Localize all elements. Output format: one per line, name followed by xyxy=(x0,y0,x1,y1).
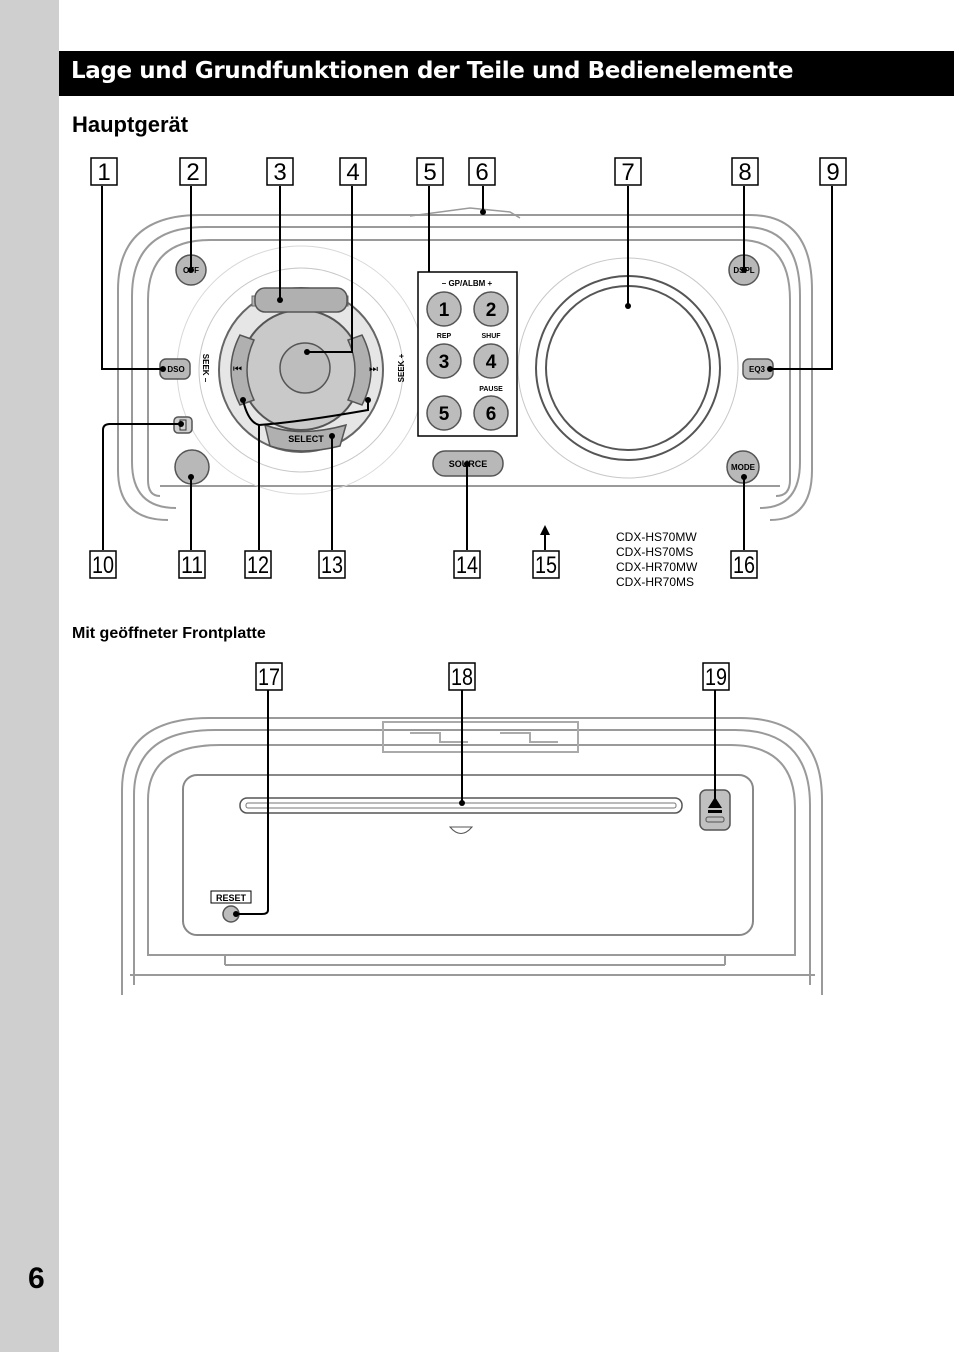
callout-13: 13 xyxy=(318,550,346,579)
rep-label: REP xyxy=(437,333,452,340)
preset-button-4[interactable]: 4 xyxy=(473,343,509,379)
callout-6: 6 xyxy=(468,157,496,186)
leader-lines xyxy=(101,186,833,550)
preset-button-label: 5 xyxy=(439,404,450,425)
preset-button-3[interactable]: 3 xyxy=(426,343,462,379)
eject-button[interactable] xyxy=(699,789,731,831)
callout-number: 4 xyxy=(346,159,359,186)
callout-8: 8 xyxy=(731,157,759,186)
callout-number: 11 xyxy=(181,552,203,579)
callout-number: 7 xyxy=(621,159,634,186)
leader-dots xyxy=(160,209,773,480)
seek-back-icon: ⏮ xyxy=(233,364,242,375)
callout-number: 15 xyxy=(535,552,557,579)
dso-button[interactable]: DSO xyxy=(159,358,191,380)
preset-button-label: 6 xyxy=(486,404,497,425)
seek-forward-icon: ⏭ xyxy=(369,364,378,375)
callout-15: 15 xyxy=(532,550,560,579)
preset-button-1[interactable]: 1 xyxy=(426,291,462,327)
preset-button-6[interactable]: 6 xyxy=(473,395,509,431)
leader-lines-open xyxy=(236,690,716,915)
callout-number: 10 xyxy=(92,552,114,579)
callout-number: 1 xyxy=(97,159,110,186)
callout-10: 10 xyxy=(89,550,117,579)
model-1: CDX-HS70MW xyxy=(616,530,697,544)
section-heading: Hauptgerät xyxy=(72,112,189,137)
page-title: Lage und Grundfunktionen der Teile und B… xyxy=(71,58,794,84)
callout-number: 2 xyxy=(186,159,199,186)
reset-label: RESET xyxy=(216,893,247,903)
callout-9: 9 xyxy=(819,157,847,186)
callout-number: 17 xyxy=(258,664,280,691)
model-3: CDX-HR70MW xyxy=(616,560,698,574)
callout-18: 18 xyxy=(448,662,476,691)
page-number: 6 xyxy=(28,1262,45,1295)
preset-button-label: 2 xyxy=(486,300,497,321)
preset-button-5[interactable]: 5 xyxy=(426,395,462,431)
callout-5: 5 xyxy=(416,157,444,186)
display-window xyxy=(535,275,721,461)
eject-icon xyxy=(708,797,722,808)
shuf-label: SHUF xyxy=(481,333,501,340)
reset-button[interactable]: RESET xyxy=(210,890,252,923)
callout-number: 3 xyxy=(273,159,286,186)
callout-number: 13 xyxy=(321,552,343,579)
side-strip xyxy=(0,0,59,1352)
callout-number: 6 xyxy=(475,159,488,186)
seek-minus-label: SEEK – xyxy=(201,354,210,383)
callout-2: 2 xyxy=(179,157,207,186)
dso-label: DSO xyxy=(167,365,184,374)
callout-7: 7 xyxy=(614,157,642,186)
preset-button-label: 1 xyxy=(439,300,450,321)
seek-plus-button[interactable]: ⏭ xyxy=(346,334,378,406)
callout-16: 16 xyxy=(730,550,758,579)
gp-albm-label: – GP/ALBM + xyxy=(442,279,493,288)
volume-up-button[interactable] xyxy=(254,287,348,313)
preset-button-label: 4 xyxy=(486,352,497,373)
callout-3: 3 xyxy=(266,157,294,186)
select-label: SELECT xyxy=(288,434,324,444)
callout-number: 18 xyxy=(451,664,473,691)
callout-number: 9 xyxy=(826,159,839,186)
callout-number: 16 xyxy=(733,552,755,579)
mode-label: MODE xyxy=(731,463,756,472)
select-button[interactable]: SELECT xyxy=(263,423,348,452)
callout-12: 12 xyxy=(244,550,272,579)
arrow-15 xyxy=(540,525,550,535)
eq3-label: EQ3 xyxy=(749,365,766,374)
callout-number: 12 xyxy=(247,552,269,579)
callout-11: 11 xyxy=(178,550,206,579)
callout-17: 17 xyxy=(255,662,283,691)
callout-number: 8 xyxy=(738,159,751,186)
callout-number: 14 xyxy=(456,552,478,579)
model-4: CDX-HR70MS xyxy=(616,575,694,589)
open-unit xyxy=(121,717,823,995)
callout-1: 1 xyxy=(90,157,118,186)
callout-number: 5 xyxy=(423,159,436,186)
control-pad[interactable] xyxy=(218,287,384,453)
seek-plus-label: SEEK + xyxy=(397,353,406,382)
preset-button-2[interactable]: 2 xyxy=(473,291,509,327)
section-subheading: Mit geöffneter Frontplatte xyxy=(72,625,266,642)
pause-label: PAUSE xyxy=(479,386,503,393)
seek-minus-button[interactable]: ⏮ xyxy=(230,334,256,406)
leader-dots-open xyxy=(233,800,465,917)
callout-number: 19 xyxy=(705,664,727,691)
callout-4: 4 xyxy=(339,157,367,186)
title-bar: Lage und Grundfunktionen der Teile und B… xyxy=(59,51,954,96)
model-2: CDX-HS70MS xyxy=(616,545,693,559)
callout-14: 14 xyxy=(453,550,481,579)
model-list: CDX-HS70MW CDX-HS70MS CDX-HR70MW CDX-HR7… xyxy=(616,530,698,589)
callout-19: 19 xyxy=(702,662,730,691)
preset-button-label: 3 xyxy=(439,352,450,373)
